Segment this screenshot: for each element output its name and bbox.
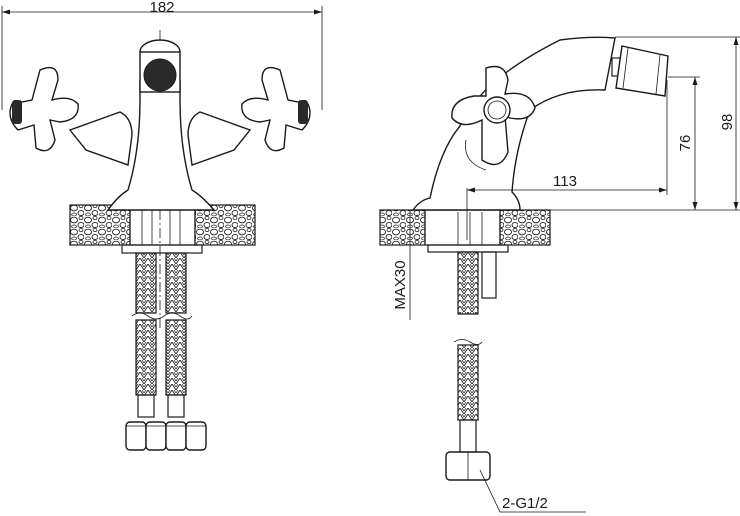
dimension-98 <box>550 36 740 211</box>
right-handle <box>241 66 311 152</box>
left-handle <box>9 66 79 152</box>
label-76: 76 <box>677 135 694 152</box>
dimension-113 <box>466 80 668 240</box>
label-98: 98 <box>719 114 736 131</box>
deck-right <box>194 204 256 246</box>
side-handle <box>451 65 536 171</box>
hose-nuts <box>125 421 207 451</box>
label-max30: MAX30 <box>392 260 409 309</box>
label-113: 113 <box>553 173 577 190</box>
dimension-182 <box>1 6 323 110</box>
dimension-76 <box>668 76 700 210</box>
side-view <box>379 36 740 513</box>
outlet-cap <box>143 58 177 92</box>
front-view <box>1 6 323 451</box>
hose-left <box>135 252 157 314</box>
hose-right <box>165 252 187 314</box>
label-182: 182 <box>149 0 174 16</box>
label-thread: 2-G1/2 <box>502 495 548 512</box>
deck-left <box>69 204 131 246</box>
